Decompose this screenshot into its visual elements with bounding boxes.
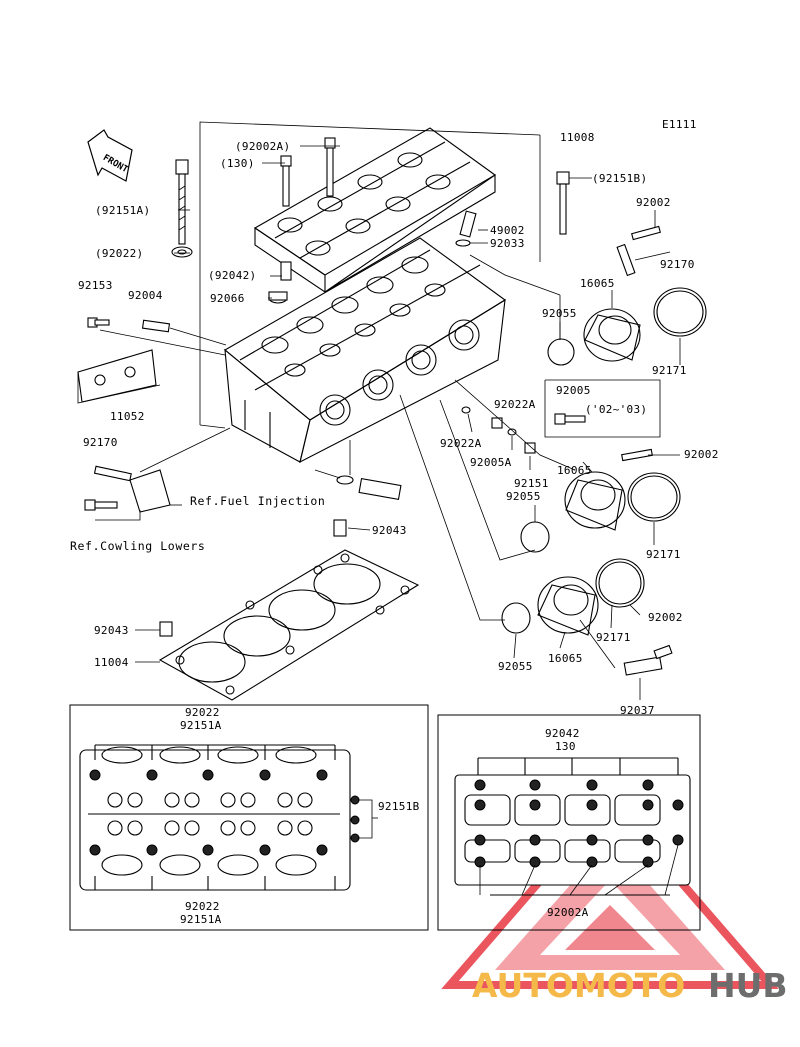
bracket-11052: [77, 349, 157, 403]
callout-92022A-lower: 92022A: [440, 437, 482, 450]
bolt-92002-top: [616, 225, 661, 277]
callout-92153: 92153: [78, 279, 113, 292]
plug-49002: [459, 210, 477, 238]
bracket-92037: [623, 644, 673, 676]
callout-11008: 11008: [560, 131, 595, 144]
callout-year-range: ('02~'03): [585, 403, 647, 416]
callout-130-paren: (130): [220, 157, 255, 170]
bolt-92005: [554, 413, 586, 425]
bracket-lines-11008: [199, 121, 561, 429]
watermark-brand-a: AUTOMOTO: [472, 966, 685, 1005]
callout-92151: 92151: [514, 477, 549, 490]
callout-92171-low: 92171: [596, 631, 631, 644]
callout-92002-low: 92002: [648, 611, 683, 624]
callout-92066: 92066: [210, 292, 245, 305]
callout-92151B-paren: (92151B): [592, 172, 647, 185]
oring-92033: [455, 239, 471, 247]
callout-49002: 49002: [490, 224, 525, 237]
callout-16065-mid: 16065: [557, 464, 592, 477]
head-gasket: [158, 549, 420, 701]
inset-left-frame: [69, 704, 429, 931]
ring-92171-mid: [627, 472, 681, 522]
callout-16065-top: 16065: [580, 277, 615, 290]
callout-92005A: 92005A: [470, 456, 512, 469]
callout-92043-lower: 92043: [94, 624, 129, 637]
callout-11004: 11004: [94, 656, 129, 669]
front-arrow-icon: FRONT: [87, 129, 133, 182]
bolt-92002A: [324, 137, 336, 197]
callout-labels: 11008 (92002A) (130) (92151B) (92151A) 4…: [70, 131, 719, 926]
callout-11052: 11052: [110, 410, 145, 423]
callout-16065-low: 16065: [548, 652, 583, 665]
diagram-code: E1111: [662, 118, 697, 131]
ring-92171-low: [595, 558, 645, 608]
callout-92002-mid: 92002: [684, 448, 719, 461]
bolt-92151: [524, 442, 536, 454]
sleeve-92066: [268, 291, 288, 304]
callout-92037: 92037: [620, 704, 655, 717]
callout-92055-mid: 92055: [506, 490, 541, 503]
callout-92004: 92004: [128, 289, 163, 302]
dowel-92042: [280, 261, 292, 281]
cover-16065-top: [583, 308, 641, 362]
callout-inset-92022-bottom: 92022: [185, 900, 220, 913]
ref-cowling-lowers: Ref.Cowling Lowers: [70, 539, 205, 553]
ring-92171-top: [653, 287, 707, 337]
bolt-92170-left: [84, 465, 171, 513]
callout-92042-paren: (92042): [208, 269, 256, 282]
watermark-logo-mark: [441, 793, 779, 989]
callout-92033: 92033: [490, 237, 525, 250]
oring-92055-mid: [520, 521, 550, 553]
callout-92022-paren: (92022): [95, 247, 143, 260]
inset-right-cap-topview: [454, 757, 691, 896]
washer-92022: [171, 246, 193, 258]
callout-92022A-upper: 92022A: [494, 398, 536, 411]
dowel-92043-upper: [333, 519, 347, 537]
bolt-92151A: [175, 159, 189, 245]
oring-92055-top: [547, 338, 575, 366]
callout-inset-92022-top: 92022: [185, 706, 220, 719]
bolt-92002-mid: [621, 448, 653, 462]
callout-92170-right: 92170: [660, 258, 695, 271]
cover-16065-low: [537, 576, 599, 636]
callout-92055-low: 92055: [498, 660, 533, 673]
callout-inset-92042: 92042: [545, 727, 580, 740]
callout-92170-left: 92170: [83, 436, 118, 449]
inset-left-head-topview: [79, 744, 378, 891]
callout-92151A-paren: (92151A): [95, 204, 150, 217]
sensor-fuel-injection: [336, 475, 402, 501]
bolt-92022A: [491, 417, 517, 436]
watermark-brand-b: HUB: [708, 966, 788, 1005]
callout-92002A-paren: (92002A): [235, 140, 290, 153]
callout-inset-92151A-top: 92151A: [180, 719, 222, 732]
callout-92005: 92005: [556, 384, 591, 397]
leader-lines: [135, 145, 681, 700]
callout-inset-92151A-bottom: 92151A: [180, 913, 222, 926]
oring-92055-low: [501, 602, 531, 634]
stud-92004: [141, 319, 171, 333]
callout-92055-top: 92055: [542, 307, 577, 320]
washer-92022A-small: [461, 406, 471, 414]
cover-16065-mid: [564, 471, 626, 531]
callout-92171-mid: 92171: [646, 548, 681, 561]
dowel-92043-lower: [159, 621, 173, 637]
cylinder-head: [224, 237, 506, 464]
inset-right-frame: [437, 714, 701, 931]
callout-92171-top: 92171: [652, 364, 687, 377]
watermark-text: AUTOMOTO HUB: [472, 966, 788, 1005]
callout-92043-upper: 92043: [372, 524, 407, 537]
callout-92002-top: 92002: [636, 196, 671, 209]
callout-inset-130: 130: [555, 740, 576, 753]
bolt-130: [280, 155, 292, 207]
bolt-92151B: [556, 171, 570, 235]
callout-inset-92151B: 92151B: [378, 800, 420, 813]
camshaft-cap-assembly: [253, 127, 497, 294]
ref-fuel-injection: Ref.Fuel Injection: [190, 494, 325, 508]
bolt-92153: [87, 317, 110, 328]
callout-inset-92002A: 92002A: [547, 906, 589, 919]
